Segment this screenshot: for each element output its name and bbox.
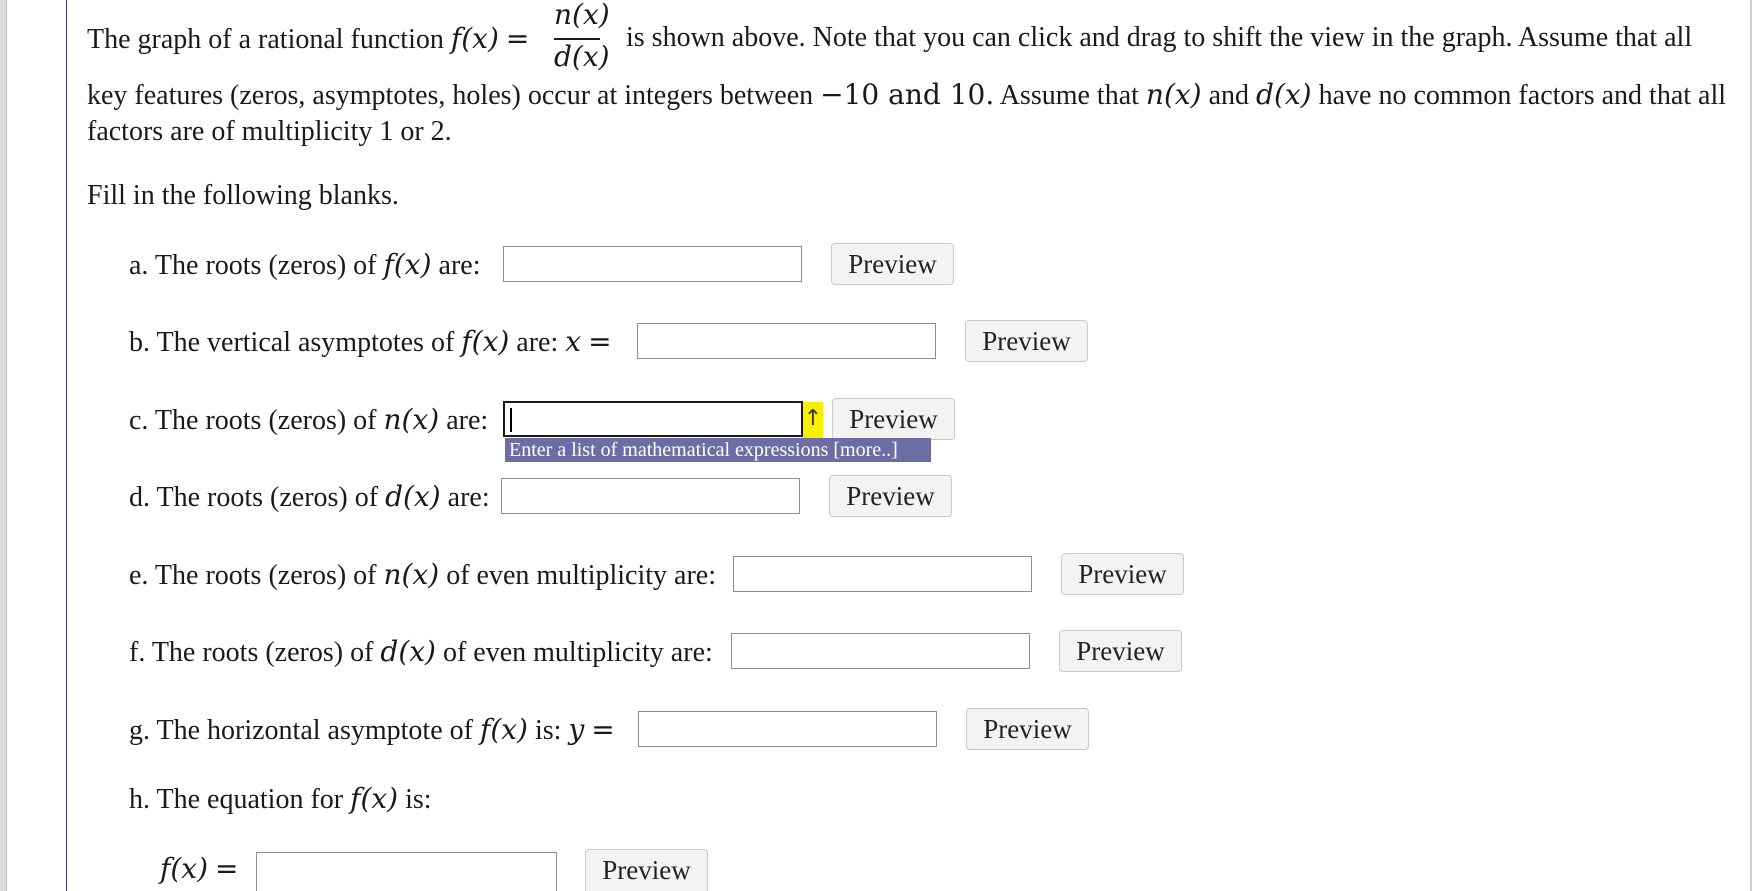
question-a-text: a. The roots (zeros) of: [129, 250, 377, 281]
answer-g-input[interactable]: [638, 711, 937, 747]
question-a-label: a. The roots (zeros) of f(x) are:: [129, 248, 481, 282]
question-c-text: c. The roots (zeros) of: [129, 405, 377, 436]
intro-line2-mid: Assume that: [999, 80, 1139, 111]
fraction-bar: [554, 38, 600, 40]
intro-line1-post: is shown above. Note that you can click …: [626, 22, 1693, 53]
preview-h-button[interactable]: Preview: [585, 849, 708, 891]
question-b-after: are:: [516, 327, 559, 358]
preview-b-button[interactable]: Preview: [965, 320, 1088, 362]
intro-line2: key features (zeros, asymptotes, holes) …: [87, 78, 1726, 112]
answer-e-input[interactable]: [733, 556, 1032, 592]
question-d-after: are:: [447, 482, 490, 513]
question-g-var: y: [568, 713, 585, 746]
question-h-after: is:: [405, 784, 432, 815]
question-g-eq: =: [591, 713, 615, 746]
question-c-after: are:: [446, 405, 489, 436]
question-g-after: is:: [534, 715, 562, 746]
question-b-label: b. The vertical asymptotes of f(x) are: …: [129, 325, 612, 359]
equation-fn: f(x): [160, 852, 209, 885]
input-help-tooltip[interactable]: Enter a list of mathematical expressions…: [505, 438, 931, 462]
answer-f-input[interactable]: [731, 633, 1030, 669]
range-text: −10 and 10.: [820, 78, 995, 111]
question-f-after: of even multiplicity are:: [442, 637, 713, 668]
up-arrow-icon[interactable]: ↑: [803, 402, 823, 438]
question-f-fn: d(x): [380, 635, 436, 668]
answer-h-input[interactable]: [256, 852, 557, 891]
question-g-fn: f(x): [479, 713, 528, 746]
answer-c-input[interactable]: [503, 401, 803, 437]
nx-symbol: n(x): [1145, 78, 1202, 111]
intro-text: The graph of a rational function: [87, 24, 444, 55]
intro-line1: The graph of a rational function f(x) =: [87, 22, 529, 56]
answer-d-input[interactable]: [501, 478, 800, 514]
question-h-fn: f(x): [350, 782, 399, 815]
question-e-text: e. The roots (zeros) of: [129, 560, 377, 591]
question-b-fn: f(x): [461, 325, 510, 358]
answer-b-input[interactable]: [637, 323, 936, 359]
preview-d-button[interactable]: Preview: [829, 475, 952, 517]
question-a-after: are:: [438, 250, 481, 281]
equation-eq: =: [215, 852, 239, 885]
question-f-text: f. The roots (zeros) of: [129, 637, 374, 668]
preview-g-button[interactable]: Preview: [966, 708, 1089, 750]
question-c-fn: n(x): [383, 403, 440, 436]
text-caret: [510, 408, 512, 432]
instruction-text: Fill in the following blanks.: [87, 180, 399, 211]
left-scrollbar-edge: [0, 0, 7, 891]
intro-line2-post: have no common factors and that all: [1318, 80, 1727, 111]
preview-a-button[interactable]: Preview: [831, 243, 954, 285]
question-f-label: f. The roots (zeros) of d(x) of even mul…: [129, 635, 713, 669]
numerator: n(x): [554, 0, 610, 31]
question-b-eq: =: [588, 325, 612, 358]
denominator: d(x): [554, 40, 610, 73]
question-h-text: h. The equation for: [129, 784, 344, 815]
question-d-fn: d(x): [385, 480, 441, 513]
question-c-label: c. The roots (zeros) of n(x) are:: [129, 403, 488, 437]
right-border: [1750, 0, 1752, 891]
question-e-fn: n(x): [383, 558, 440, 591]
question-b-text: b. The vertical asymptotes of: [129, 327, 455, 358]
equation-label: f(x) =: [160, 852, 238, 886]
preview-e-button[interactable]: Preview: [1061, 553, 1184, 595]
question-g-text: g. The horizontal asymptote of: [129, 715, 473, 746]
content-border: [66, 0, 67, 891]
dx-symbol: d(x): [1256, 78, 1312, 111]
question-d-text: d. The roots (zeros) of: [129, 482, 379, 513]
preview-c-button[interactable]: Preview: [832, 398, 955, 440]
equals-sign: =: [505, 22, 530, 55]
answer-a-input[interactable]: [503, 246, 802, 282]
question-a-fn: f(x): [383, 248, 432, 281]
question-b-var: x: [565, 325, 582, 358]
fx-symbol: f(x): [450, 22, 499, 55]
preview-f-button[interactable]: Preview: [1059, 630, 1182, 672]
question-h-label: h. The equation for f(x) is:: [129, 782, 432, 816]
question-g-label: g. The horizontal asymptote of f(x) is: …: [129, 713, 615, 747]
intro-line2-text: key features (zeros, asymptotes, holes) …: [87, 80, 814, 111]
and-text: and: [1208, 80, 1250, 111]
question-e-after: of even multiplicity are:: [446, 560, 716, 591]
question-d-label: d. The roots (zeros) of d(x) are:: [129, 480, 490, 514]
intro-line3: factors are of multiplicity 1 or 2.: [87, 116, 452, 147]
question-e-label: e. The roots (zeros) of n(x) of even mul…: [129, 558, 716, 592]
